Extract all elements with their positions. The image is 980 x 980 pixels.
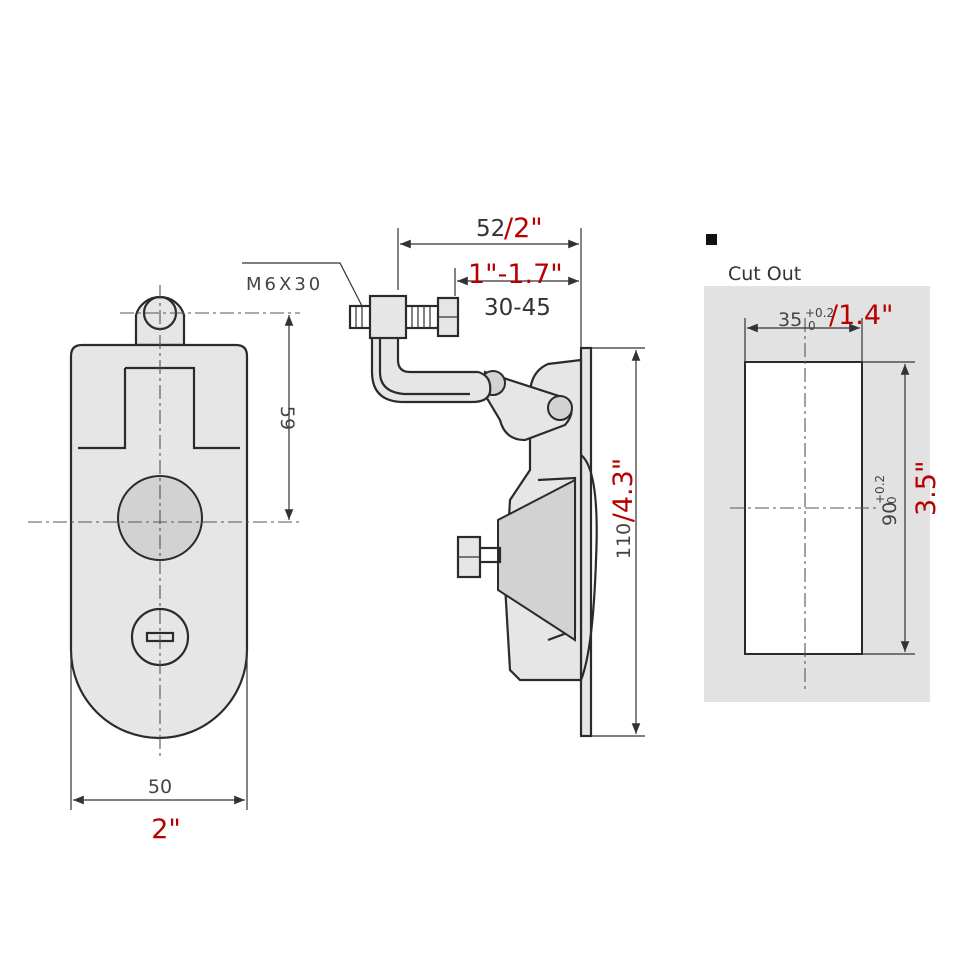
side-height-dim: 110 xyxy=(613,523,635,559)
cutout-height-imperial: 3.5" xyxy=(911,461,942,516)
front-width-imperial: 2" xyxy=(151,814,181,845)
side-height-imperial: /4.3" xyxy=(608,458,639,522)
side-depth-imperial: /2" xyxy=(504,213,543,244)
bullet-square xyxy=(706,234,717,245)
front-height-dim: 59 xyxy=(276,406,298,430)
cutout-width-tolerance-low: 0 xyxy=(808,319,816,333)
hook-lever xyxy=(370,316,492,404)
cutout-height-dim: 90 xyxy=(879,502,901,526)
side-adjust-range: 30-45 xyxy=(484,295,551,321)
side-view: M6X30 52 /2" 1"-1.7" 30-45 110 /4.3" xyxy=(242,213,645,738)
arm-pivot-2 xyxy=(547,395,573,421)
side-depth-dim: 52 xyxy=(476,216,505,242)
cutout-width-tolerance: +0.2 xyxy=(805,306,834,320)
side-adjust-imperial: 1"-1.7" xyxy=(468,259,563,290)
front-view: 50 2" 59 xyxy=(28,285,300,845)
cutout-width-imperial: /1.4" xyxy=(829,300,893,331)
top-bolt-nut xyxy=(368,294,408,340)
cutout-width-dim: 35 xyxy=(778,309,802,331)
cutout-height-tolerance-low: 0 xyxy=(885,496,899,504)
cutout-height-tolerance: +0.2 xyxy=(873,475,887,504)
cutout-view: Cut Out 35 +0.2 0 /1.4" 90 +0.2 0 3.5" xyxy=(704,234,942,702)
cam-bolt-shank xyxy=(476,546,502,564)
bolt-spec-label: M6X30 xyxy=(246,274,323,295)
front-width-dim: 50 xyxy=(148,776,172,798)
cutout-title: Cut Out xyxy=(728,263,801,285)
cam-wedge xyxy=(497,478,576,642)
